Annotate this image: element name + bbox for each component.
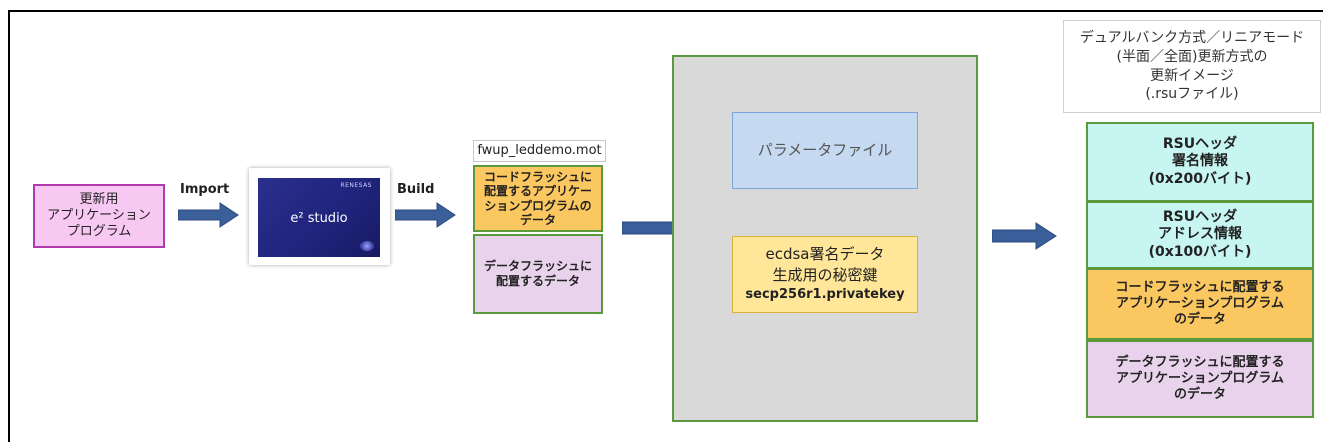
studio-logo-icon bbox=[360, 241, 374, 251]
rsu-header-address: RSUヘッダ アドレス情報 (0x100バイト) bbox=[1086, 201, 1314, 269]
mot-code-line-2: 配置するアプリケー bbox=[483, 184, 592, 199]
rsu-addr-line-2: アドレス情報 bbox=[1158, 226, 1242, 243]
rsu-caption: デュアルバンク方式／リニアモード (半面／全面)更新方式の 更新イメージ (.r… bbox=[1063, 20, 1321, 113]
mot-code-line-4: データ bbox=[519, 212, 556, 227]
rsu-addr-line-1: RSUヘッダ bbox=[1162, 208, 1238, 225]
rsu-data-line-2: アプリケーションプログラム bbox=[1116, 370, 1284, 386]
source-line-2: アプリケーション bbox=[47, 207, 151, 223]
import-arrow bbox=[178, 202, 239, 228]
rsu-code-flash-box: コードフラッシュに配置する アプリケーションプログラム のデータ bbox=[1086, 268, 1314, 340]
diagram-frame bbox=[8, 10, 1323, 442]
rsu-sig-line-2: 署名情報 bbox=[1172, 153, 1228, 170]
rsu-caption-line-2: (半面／全面)更新方式の bbox=[1116, 48, 1268, 65]
rsu-code-line-3: のデータ bbox=[1173, 312, 1226, 328]
rsu-sig-line-3: (0x200バイト) bbox=[1148, 170, 1252, 187]
mot-filename: fwup_leddemo.mot bbox=[473, 140, 606, 162]
rsu-code-line-2: アプリケーションプログラム bbox=[1116, 295, 1284, 311]
key-line-2: 生成用の秘密鍵 bbox=[772, 266, 878, 285]
rsu-data-line-3: のデータ bbox=[1173, 387, 1226, 403]
parameter-file-box: パラメータファイル bbox=[732, 112, 918, 189]
studio-brand: RENESAS bbox=[340, 182, 372, 189]
rsu-data-line-1: データフラッシュに配置する bbox=[1115, 354, 1285, 370]
source-line-1: 更新用 bbox=[79, 191, 119, 207]
rsu-caption-line-3: 更新イメージ bbox=[1150, 67, 1234, 84]
mot-data-line-2: 配置するデータ bbox=[495, 274, 580, 288]
e2-studio-image: RENESAS e² studio bbox=[249, 168, 390, 265]
source-application-box: 更新用 アプリケーション プログラム bbox=[33, 184, 165, 248]
studio-name: e² studio bbox=[290, 211, 348, 226]
source-line-3: プログラム bbox=[66, 224, 132, 240]
mot-data-line-1: データフラッシュに bbox=[483, 259, 592, 273]
private-key-box: ecdsa署名データ 生成用の秘密鍵 secp256r1.privatekey bbox=[732, 236, 918, 313]
rsu-caption-line-1: デュアルバンク方式／リニアモード bbox=[1079, 29, 1305, 46]
rsu-data-flash-box: データフラッシュに配置する アプリケーションプログラム のデータ bbox=[1086, 340, 1314, 418]
rsu-header-signature: RSUヘッダ 署名情報 (0x200バイト) bbox=[1086, 122, 1314, 202]
mot-code-line-1: コードフラッシュに bbox=[483, 169, 592, 184]
rsu-caption-line-4: (.rsuファイル) bbox=[1145, 86, 1239, 103]
build-arrow bbox=[395, 202, 456, 228]
rsu-sig-line-1: RSUヘッダ bbox=[1162, 135, 1238, 152]
mot-data-flash-box: データフラッシュに 配置するデータ bbox=[473, 234, 603, 314]
mot-code-flash-box: コードフラッシュに 配置するアプリケー ションプログラムの データ bbox=[473, 165, 603, 232]
rsu-addr-line-3: (0x100バイト) bbox=[1148, 243, 1252, 260]
rsu-code-line-1: コードフラッシュに配置する bbox=[1115, 279, 1285, 295]
key-filename: secp256r1.privatekey bbox=[745, 287, 905, 303]
import-label: Import bbox=[180, 182, 230, 197]
to-rsu-arrow bbox=[992, 222, 1057, 250]
key-line-1: ecdsa署名データ bbox=[765, 245, 885, 264]
mot-code-line-3: ションプログラムの bbox=[484, 198, 592, 213]
build-label: Build bbox=[397, 182, 435, 197]
